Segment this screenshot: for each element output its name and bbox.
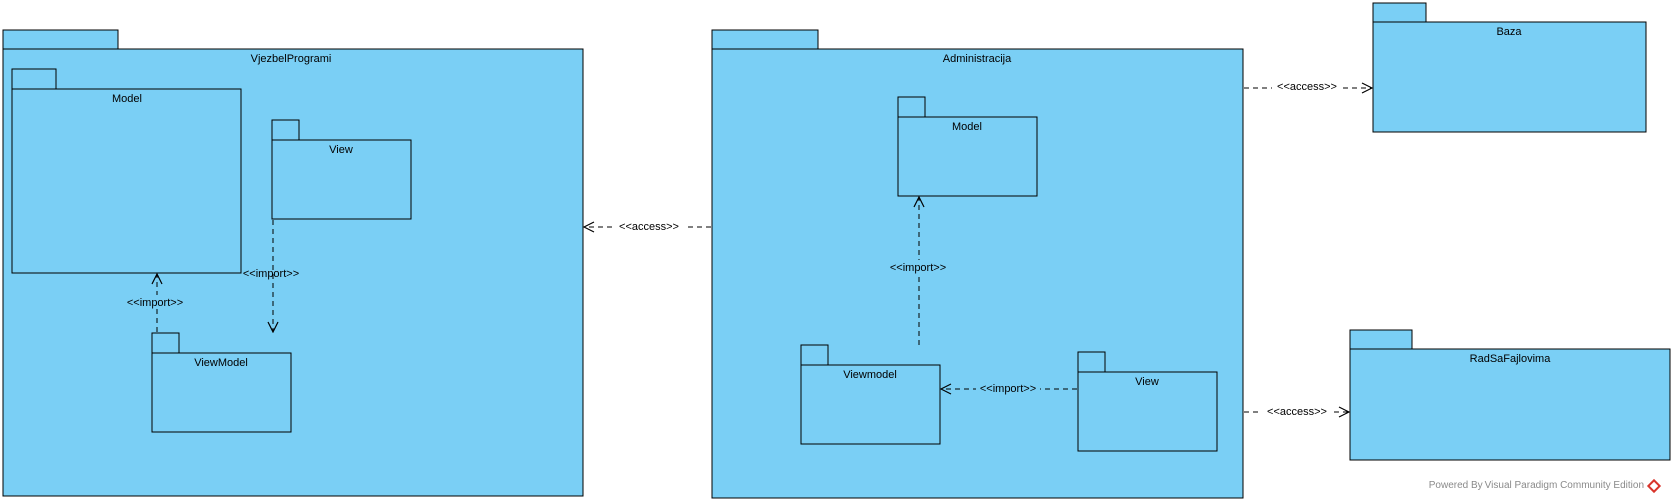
relation-label: <<import>>: [890, 262, 946, 274]
package-name: Model: [112, 93, 142, 105]
package-baza[interactable]: Baza: [1372, 2, 1647, 133]
relation-label: <<access>>: [1277, 81, 1337, 93]
relation-label: <<access>>: [619, 221, 679, 233]
relation-label: <<import>>: [243, 268, 299, 280]
package-name: Baza: [1496, 26, 1522, 38]
relation-vjezbel-viewmodel-import-model[interactable]: <<import>>: [126, 274, 186, 332]
package-admin-model[interactable]: Model: [897, 96, 1038, 197]
package-radsafajlovima[interactable]: RadSaFajlovima: [1349, 329, 1671, 461]
powered-by-footer: Powered By Visual Paradigm Community Edi…: [1428, 478, 1662, 493]
package-name: Viewmodel: [843, 369, 897, 381]
relation-label: <<import>>: [127, 297, 183, 309]
package-name: View: [1135, 376, 1159, 388]
package-name: View: [329, 144, 353, 156]
package-name: Administracija: [943, 53, 1012, 65]
relation-administracija-access-baza[interactable]: <<access>>: [1244, 80, 1372, 94]
package-admin-viewmodel[interactable]: Viewmodel: [800, 344, 941, 445]
package-name: RadSaFajlovima: [1470, 353, 1552, 365]
package-vjezbel-view[interactable]: View: [271, 119, 412, 220]
package-name: Model: [952, 121, 982, 133]
relation-administracija-access-vjezbel[interactable]: <<access>>: [584, 219, 711, 233]
relation-admin-viewmodel-import-model[interactable]: <<import>>: [888, 197, 950, 345]
relation-admin-view-import-viewmodel[interactable]: <<import>>: [941, 381, 1077, 395]
visual-paradigm-logo-icon: [1646, 478, 1662, 493]
relation-administracija-access-radsafajlovima[interactable]: <<access>>: [1244, 404, 1349, 418]
package-name: VjezbelProgrami: [251, 53, 332, 65]
package-name: ViewModel: [194, 357, 248, 369]
package-vjezbel-model[interactable]: Model: [11, 68, 242, 274]
package-admin-view[interactable]: View: [1077, 351, 1218, 452]
footer-text: Powered By Visual Paradigm Community Edi…: [1428, 480, 1644, 491]
relation-label: <<access>>: [1267, 406, 1327, 418]
relation-label: <<import>>: [980, 383, 1036, 395]
relation-vjezbel-view-import-viewmodel[interactable]: <<import>>: [243, 220, 299, 332]
package-vjezbel-viewmodel[interactable]: ViewModel: [151, 332, 292, 433]
